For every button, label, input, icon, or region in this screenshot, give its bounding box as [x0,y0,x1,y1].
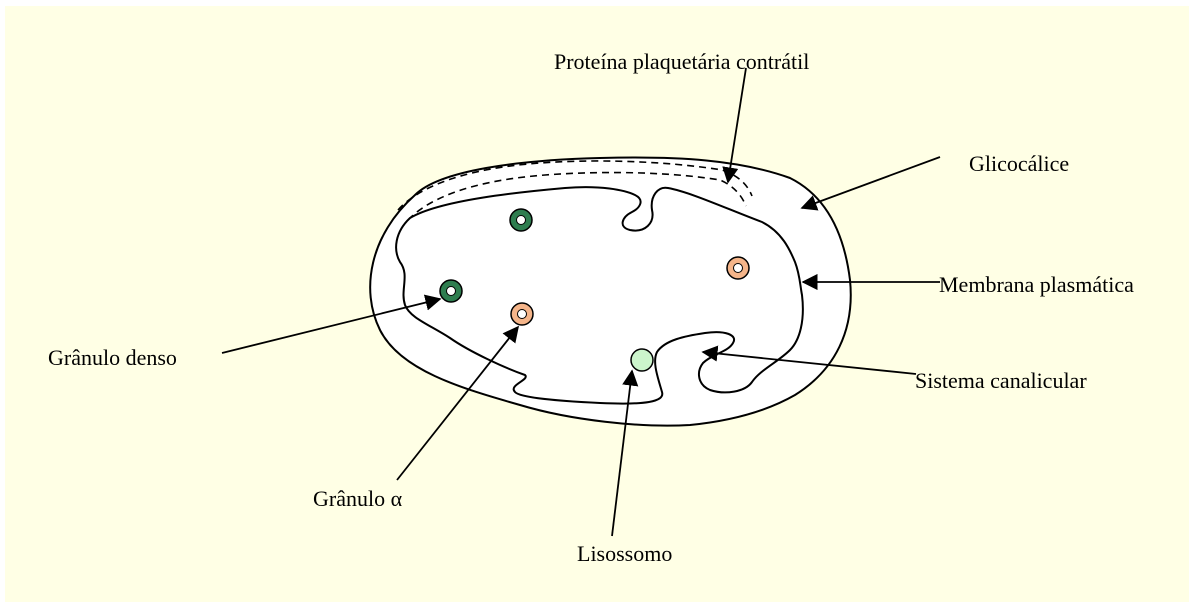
label-lisossomo: Lisossomo [577,541,672,567]
alpha-granule [727,257,749,279]
platelet-diagram: Proteína plaquetária contrátil Glicocáli… [5,6,1189,602]
dense-granule [510,209,532,231]
alpha-granule [511,303,533,325]
dense-granule [440,280,462,302]
label-membrana-plasmatica: Membrana plasmática [939,272,1134,298]
diagram-canvas [5,6,1189,602]
label-sistema-canalicular: Sistema canalicular [915,368,1087,394]
lysosome [631,349,653,371]
label-granulo-alfa: Grânulo α [313,486,402,512]
label-proteina-plaquetaria-contratil: Proteína plaquetária contrátil [554,49,809,75]
label-granulo-denso: Grânulo denso [48,345,177,371]
label-glicocalice: Glicocálice [969,151,1069,177]
